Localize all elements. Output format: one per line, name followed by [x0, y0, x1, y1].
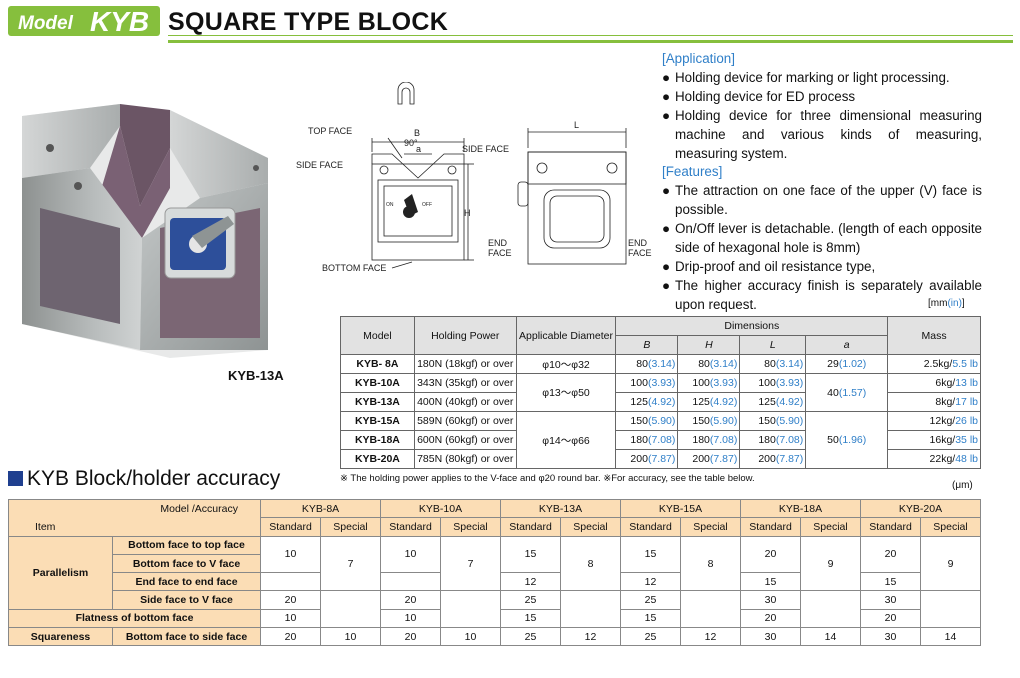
dim-b-label: B [414, 128, 420, 138]
table-row: Flatness of bottom face 10 10 15 15 20 2… [8, 608, 981, 629]
features-heading: [Features] [662, 164, 723, 180]
product-photo [22, 104, 268, 358]
header-cell: KYB-8A [260, 498, 381, 519]
header-cell: KYB-15A [620, 498, 741, 519]
bottom-face-label: BOTTOM FACE [322, 263, 386, 273]
header-cell: Mass [887, 316, 981, 355]
header-cell: Dimensions [615, 316, 889, 336]
accuracy-table: Model /Accuracy Item KYB-8A KYB-10A KYB-… [8, 498, 981, 647]
header-cell: Holding Power [413, 316, 517, 355]
header-cell: KYB-20A [860, 498, 981, 519]
model-name: KYB [90, 6, 150, 37]
header-cell: H [677, 335, 741, 355]
corner-cell: Model /Accuracy Item [8, 499, 261, 537]
side-face-label: SIDE FACE [462, 144, 509, 154]
list-item: ●On/Off lever is detachable. (length of … [662, 221, 982, 256]
spec-table: Model Holding Power Applicable Diameter … [340, 316, 981, 469]
end-face-label: END [628, 238, 648, 248]
divider [168, 35, 1013, 36]
divider [168, 40, 1013, 43]
end-face-label: END [488, 238, 508, 248]
model-badge: Model KYB [8, 6, 160, 37]
side-face-label: SIDE FACE [296, 160, 343, 170]
model-prefix: Model [18, 13, 73, 34]
list-item: ●The attraction on one face of the upper… [662, 183, 982, 218]
off-label: OFF [422, 202, 432, 208]
list-item: ●Holding device for marking or light pro… [662, 69, 950, 85]
on-label: ON [386, 202, 394, 208]
square-icon [8, 471, 23, 486]
header-cell: a [805, 335, 889, 355]
table-row: Side face to V face 20 20 25 25 30 30 [9, 590, 981, 629]
dim-a-label: a [416, 144, 421, 154]
table-row: Bottom face to V face [9, 553, 981, 574]
section-title: KYB Block/holder accuracy [8, 467, 280, 491]
header-cell: Applicable Diameter [515, 316, 617, 355]
unit-label: (μm) [952, 480, 973, 491]
header-cell: B [615, 335, 679, 355]
table-row: End face to end face 12 12 15 15 [9, 572, 981, 592]
dim-90-label: 90° [404, 138, 418, 148]
description-block: [Application] ●Holding device for markin… [662, 50, 982, 315]
page-title: SQUARE TYPE BLOCK [168, 8, 449, 36]
dim-h-label: H [464, 208, 471, 218]
list-item: ●Drip-proof and oil resistance type, [662, 258, 876, 274]
spec-footnote: ※ The holding power applies to the V-fac… [340, 473, 755, 484]
list-item: ●Holding device for ED process [662, 88, 856, 104]
header-cell: L [739, 335, 807, 355]
page-header: Model KYB SQUARE TYPE BLOCK [8, 6, 1013, 43]
list-item: ●The higher accuracy finish is separatel… [662, 277, 982, 312]
header-cell: KYB-13A [500, 498, 621, 519]
header-cell: Model [340, 316, 415, 355]
list-item: ●Holding device for three dimensional me… [662, 107, 982, 161]
header-cell: KYB-18A [740, 498, 861, 519]
header-cell: KYB-10A [380, 498, 501, 519]
top-face-label: TOP FACE [308, 126, 352, 136]
dimension-drawing: TOP FACE SIDE FACE SIDE FACE BOTTOM FACE… [296, 82, 652, 273]
dim-l-label: L [574, 120, 579, 130]
application-heading: [Application] [662, 51, 735, 66]
end-face-label: FACE [488, 248, 512, 258]
units-note: [mm(in)] [928, 298, 965, 309]
end-face-label: FACE [628, 248, 652, 258]
photo-caption: KYB-13A [228, 368, 284, 383]
